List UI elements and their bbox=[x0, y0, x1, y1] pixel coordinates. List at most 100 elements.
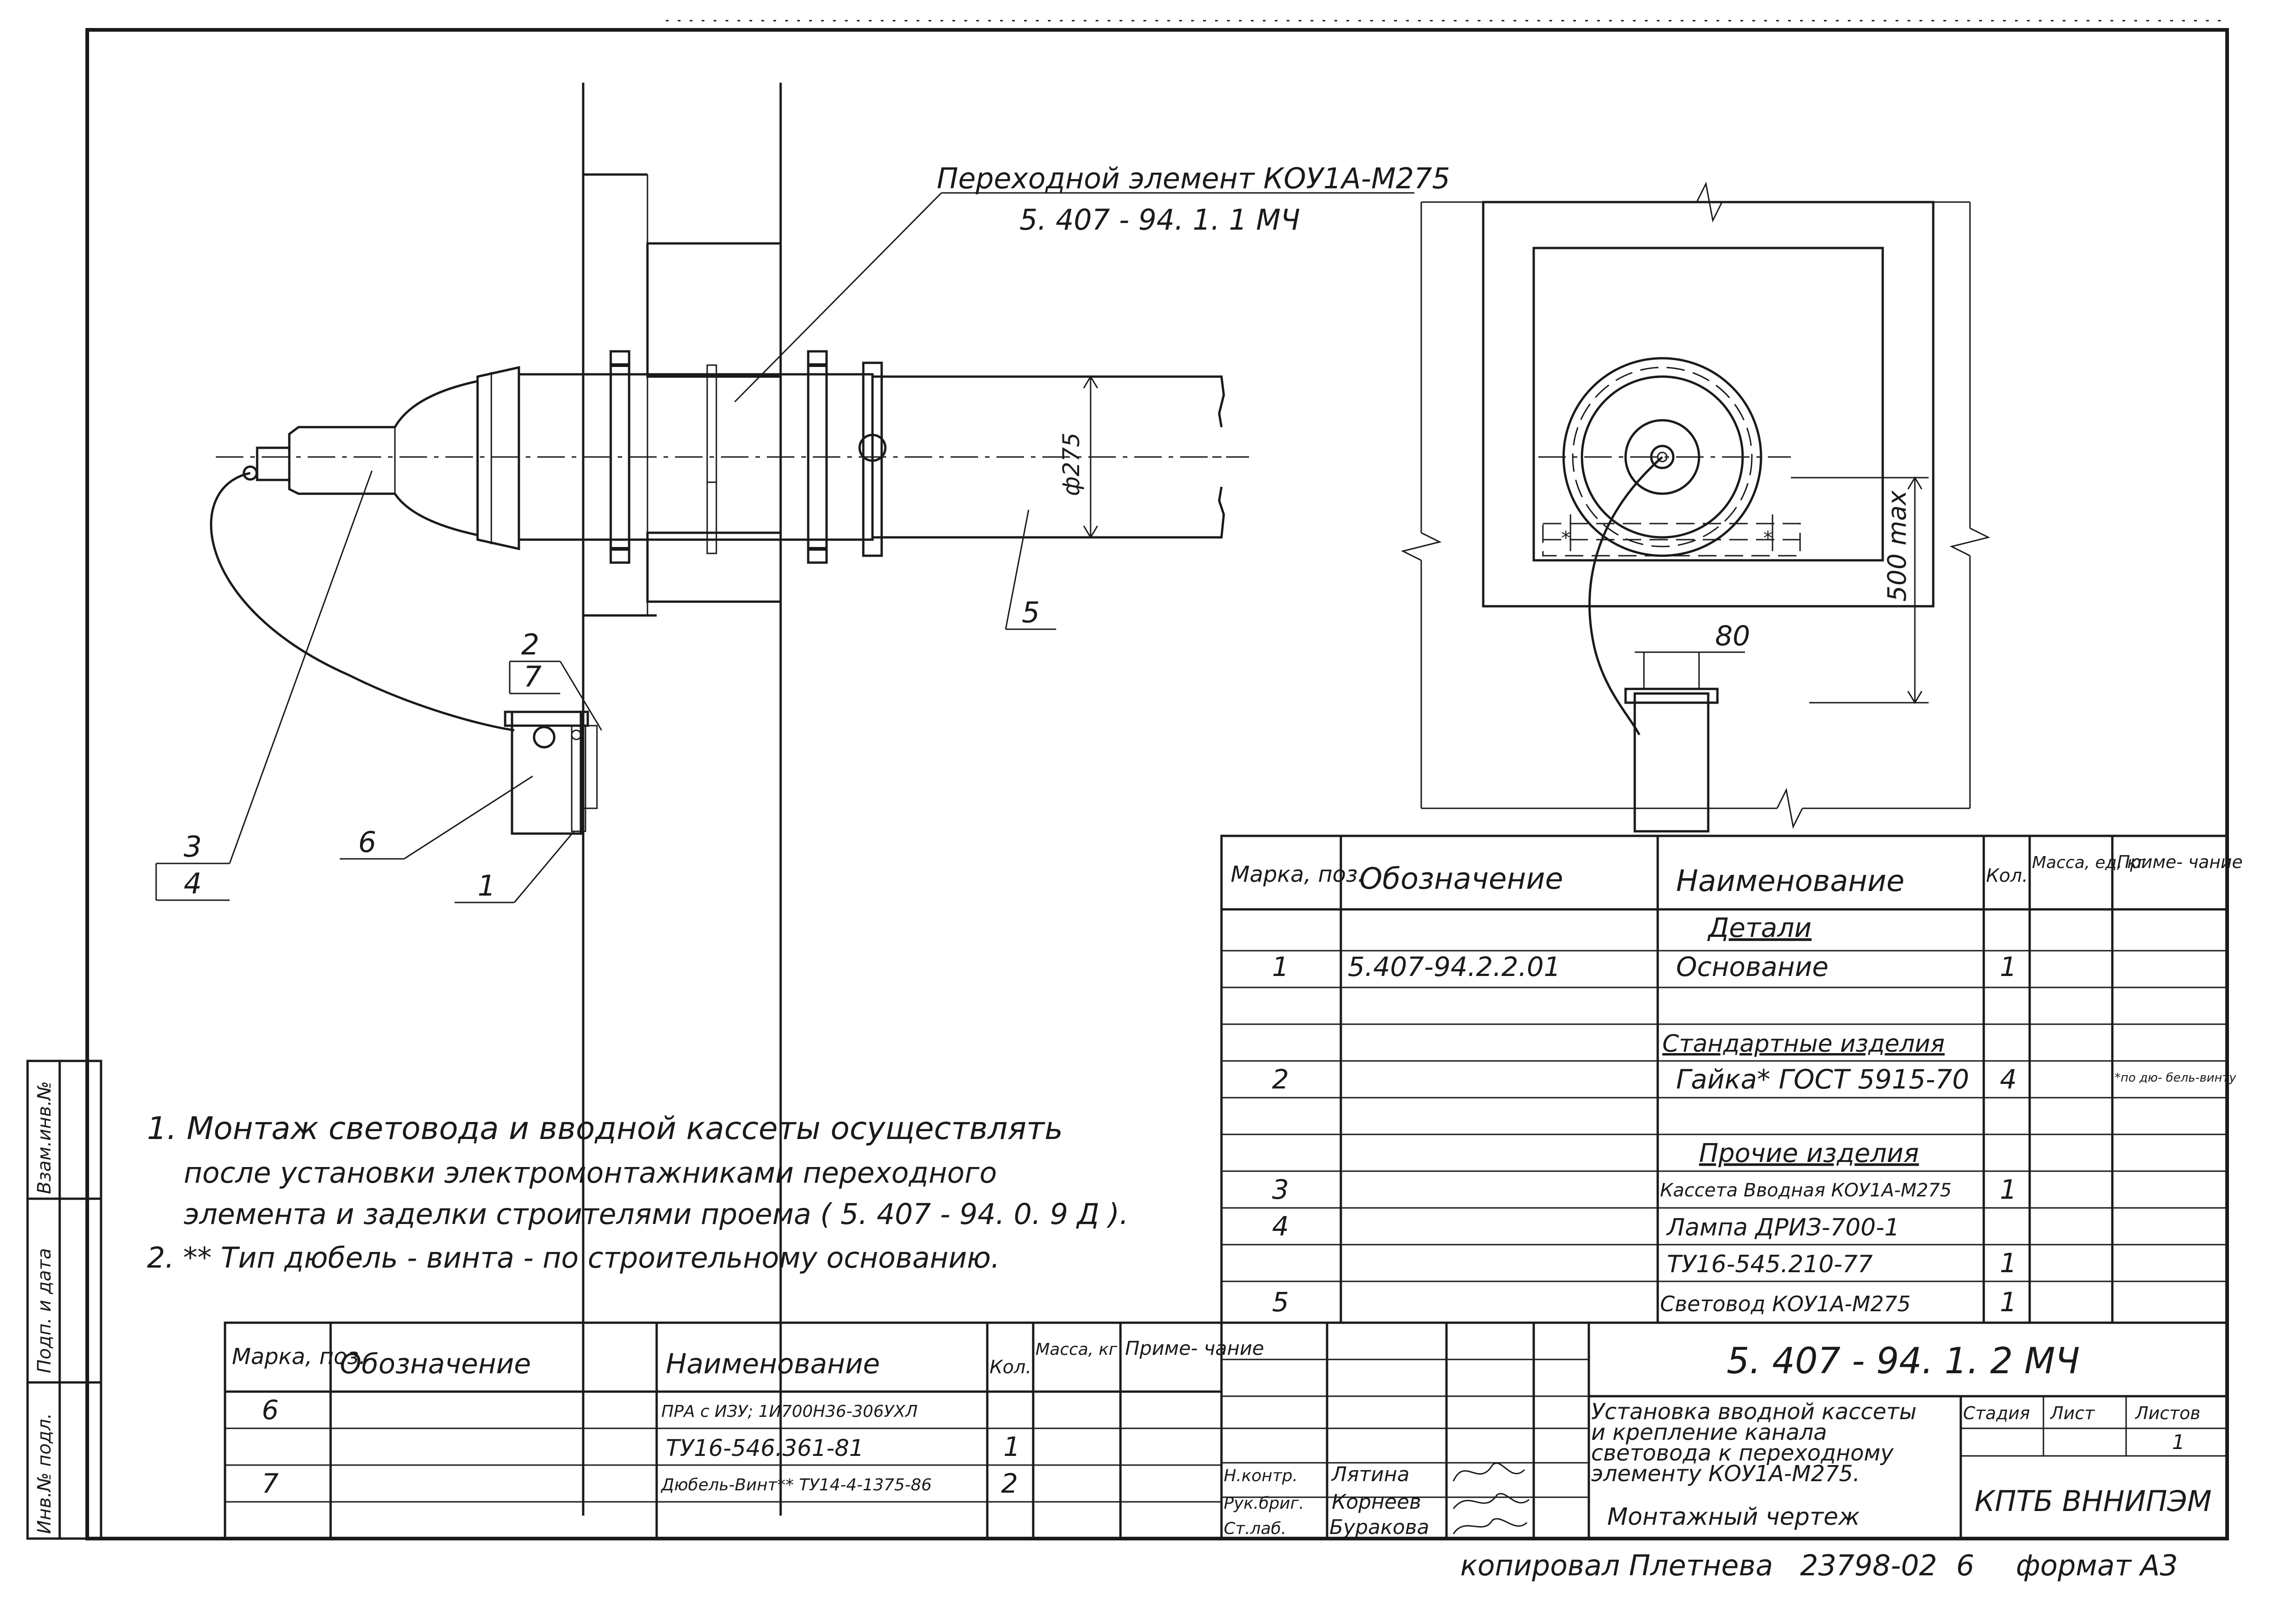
main-row9-name: ТУ16-545.210-77 bbox=[1667, 1251, 1873, 1278]
pos-5-label: 5 bbox=[1022, 596, 1040, 629]
drawing-type: Монтажный чертеж bbox=[1607, 1503, 1860, 1531]
main-row4-note: *по дю- бель-винту bbox=[2115, 1071, 2236, 1085]
small-row1-qty: 1 bbox=[1003, 1431, 1020, 1462]
small-row1-name: ТУ16-546.361-81 bbox=[666, 1435, 864, 1461]
transition-element-label: Переходной элемент КОУ1А-М275 bbox=[937, 162, 1450, 195]
svg-text:*: * bbox=[1763, 528, 1773, 549]
pos-7-label: 7 bbox=[523, 660, 541, 694]
main-row1-qty: 1 bbox=[2000, 951, 2017, 982]
main-row1-name: Основание bbox=[1676, 951, 1829, 982]
name-1: Лятина bbox=[1331, 1463, 1410, 1486]
stamp-inv: Инв.№ подл. bbox=[34, 1413, 55, 1534]
front-view: * * 80 500 max bbox=[1401, 181, 1991, 833]
stamp-replace: Взам.инв.№ bbox=[34, 1081, 55, 1194]
main-row10-name: Световод КОУ1А-М275 bbox=[1660, 1291, 1911, 1316]
main-row10-qty: 1 bbox=[2000, 1286, 2017, 1318]
title-line-3: световода к переходному bbox=[1591, 1440, 1894, 1466]
main-row4-qty: 4 bbox=[2000, 1064, 2017, 1095]
pos-1-label: 1 bbox=[478, 869, 495, 902]
main-row10-mark: 5 bbox=[1272, 1286, 1289, 1318]
flange-1 bbox=[609, 350, 630, 564]
footer-sheet-no: 6 bbox=[1956, 1549, 1974, 1582]
spec-small-table: Марка, поз. Обозначение Наименование Кол… bbox=[224, 1321, 1264, 1540]
stage-label: Стадия bbox=[1963, 1403, 2030, 1423]
small-hdr-qty: Кол. bbox=[990, 1357, 1031, 1378]
signature-3 bbox=[1452, 1518, 1528, 1534]
footer-copied: копировал Плетнева bbox=[1460, 1549, 1773, 1582]
main-row6-name: Прочие изделия bbox=[1699, 1139, 1919, 1168]
cassette-front bbox=[1633, 692, 1710, 833]
title-block: 5. 407 - 94. 1. 2 МЧ Установка вводной к… bbox=[1220, 1321, 2228, 1540]
main-row1-mark: 1 bbox=[1272, 951, 1289, 982]
small-hdr-name: Наименование bbox=[666, 1348, 880, 1380]
signature-2 bbox=[1452, 1493, 1530, 1509]
footer-format: формат А3 bbox=[2016, 1549, 2178, 1582]
role-nkontr: Н.контр. bbox=[1224, 1466, 1298, 1485]
transition-doc-label: 5. 407 - 94. 1. 1 МЧ bbox=[1019, 203, 1300, 237]
spec-main-table: Марка, поз. Обозначение Наименование Кол… bbox=[1220, 835, 2243, 1324]
note-line-3: элемента и заделки строителями проема ( … bbox=[184, 1197, 1129, 1231]
signature-1 bbox=[1452, 1462, 1525, 1482]
hatched-opening-bottom bbox=[646, 531, 782, 603]
side-stamp: Инв.№ подл. Подп. и дата Взам.инв.№ bbox=[26, 1060, 102, 1540]
note-line-2: после установки электромонтажниками пере… bbox=[184, 1156, 997, 1190]
main-hdr-note: Приме- чание bbox=[2117, 852, 2243, 872]
dim-500-label: 500 max bbox=[1882, 490, 1912, 602]
footer-order: 23798-02 bbox=[1800, 1549, 1937, 1582]
main-row7-mark: 3 bbox=[1272, 1174, 1289, 1205]
sheet-label: Лист bbox=[2049, 1403, 2095, 1423]
pos-6-label: 6 bbox=[358, 825, 376, 859]
notes: 1. Монтаж световода и вводной кассеты ос… bbox=[147, 1111, 1129, 1274]
main-row7-name: Кассета Вводная КОУ1А-М275 bbox=[1660, 1180, 1952, 1201]
hatched-opening-top bbox=[646, 242, 782, 378]
dim-80-label: 80 bbox=[1715, 620, 1750, 652]
role-rukbrig: Рук.бриг. bbox=[1224, 1494, 1304, 1513]
doc-code: 5. 407 - 94. 1. 2 МЧ bbox=[1727, 1341, 2080, 1382]
title-line-1: Установка вводной кассеты bbox=[1591, 1399, 1917, 1425]
name-3: Буракова bbox=[1329, 1516, 1429, 1539]
main-row4-mark: 2 bbox=[1272, 1064, 1289, 1095]
light-guide-assembly: ф275 bbox=[216, 350, 1249, 564]
small-row0-mark: 6 bbox=[262, 1394, 279, 1426]
leaders-left: Переходной элемент КОУ1А-М275 5. 407 - 9… bbox=[155, 162, 1450, 903]
main-row9-qty: 1 bbox=[2000, 1247, 2017, 1279]
power-cable bbox=[210, 472, 515, 732]
title-line-4: элементу КОУ1А-М275. bbox=[1591, 1461, 1860, 1487]
flange-2 bbox=[807, 350, 828, 564]
main-hdr-mass: Масса, ед, кг bbox=[2032, 853, 2146, 872]
main-hdr-qty: Кол. bbox=[1986, 865, 2028, 886]
org-name: КПТБ ВННИПЭМ bbox=[1975, 1484, 2212, 1518]
stamp-sign: Подп. и дата bbox=[34, 1248, 55, 1373]
main-row1-code: 5.407-94.2.2.01 bbox=[1348, 951, 1561, 982]
small-row0-name: ПРА с ИЗУ; 1И700Н36-306УХЛ bbox=[661, 1402, 917, 1421]
title-line-2: и крепление канала bbox=[1591, 1420, 1827, 1445]
main-row7-qty: 1 bbox=[2000, 1174, 2017, 1205]
pos-3-label: 3 bbox=[184, 830, 202, 863]
note-line-4: 2. ** Тип дюбель - винта - по строительн… bbox=[147, 1241, 1000, 1274]
small-row2-mark: 7 bbox=[262, 1468, 279, 1499]
main-hdr-name: Наименование bbox=[1676, 864, 1904, 898]
small-hdr-mark: Марка, поз. bbox=[232, 1344, 366, 1370]
sheets-value: 1 bbox=[2172, 1431, 2185, 1454]
name-2: Корнеев bbox=[1332, 1490, 1421, 1514]
svg-text:*: * bbox=[1561, 528, 1570, 549]
small-hdr-note: Приме- чание bbox=[1125, 1337, 1264, 1359]
role-stlab: Ст.лаб. bbox=[1224, 1519, 1286, 1538]
pos-2-label: 2 bbox=[521, 628, 539, 661]
small-hdr-code: Обозначение bbox=[340, 1348, 531, 1380]
main-hdr-mark: Марка, поз. bbox=[1231, 862, 1365, 887]
small-hdr-mass: Масса, кг bbox=[1035, 1340, 1118, 1359]
small-row2-name: Дюбель-Винт** ТУ14-4-1375-86 bbox=[660, 1476, 932, 1494]
ballast-box bbox=[504, 710, 598, 835]
footer: копировал Плетнева 23798-02 6 формат А3 bbox=[1460, 1549, 2178, 1582]
clamp bbox=[862, 361, 883, 557]
main-row3-name: Стандартные изделия bbox=[1662, 1030, 1945, 1058]
main-row4-name: Гайка* ГОСТ 5915-70 bbox=[1676, 1064, 1969, 1095]
pos-4-label: 4 bbox=[184, 867, 202, 900]
note-line-1: 1. Монтаж световода и вводной кассеты ос… bbox=[147, 1111, 1063, 1147]
diameter-label: ф275 bbox=[1058, 433, 1085, 496]
main-row0-name: Детали bbox=[1707, 912, 1812, 943]
sheets-label: Листов bbox=[2134, 1403, 2200, 1423]
